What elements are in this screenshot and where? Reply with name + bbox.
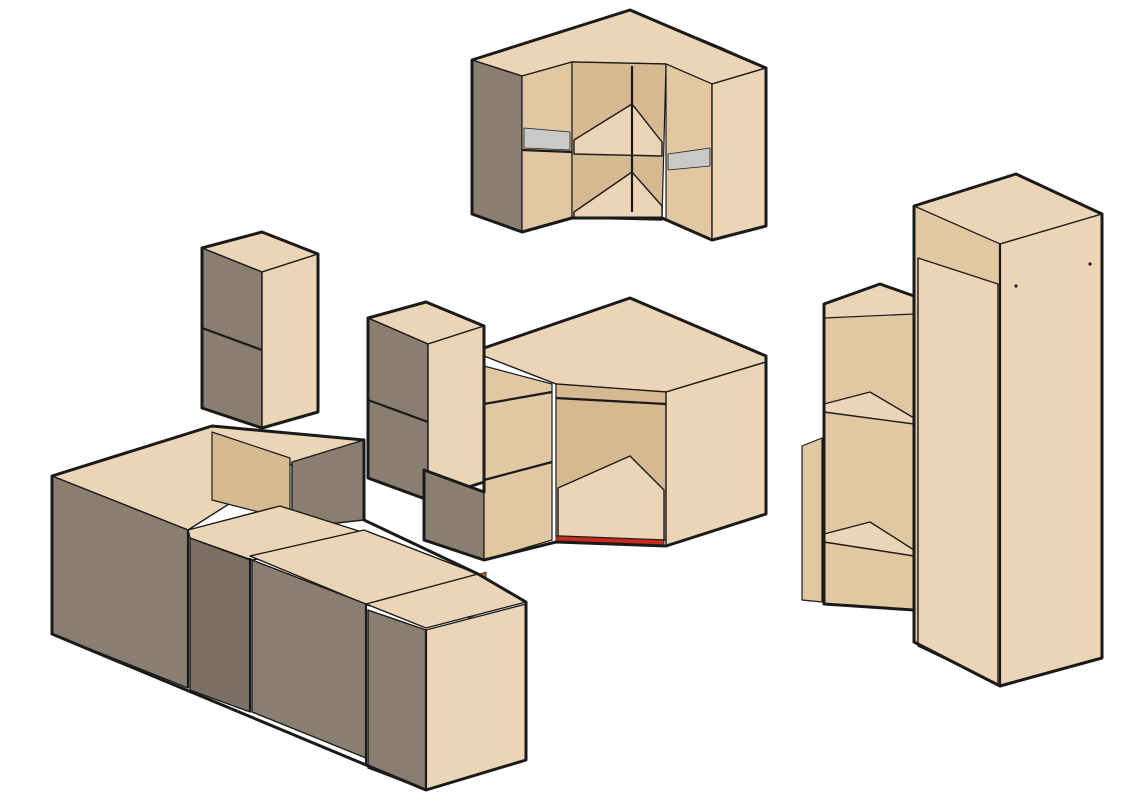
base-run-unit2-front [189,537,251,713]
tall-cabinet-front-panel [917,257,999,685]
mid-wall-cabinet [366,300,486,502]
tall-cabinet-hinge-1 [1088,262,1092,266]
open-shelf-unit-interior [823,313,915,611]
corner-base-cabinet-open-shelves [483,365,553,561]
corner-base-cabinet-shelf-1 [483,390,553,406]
low-shelf-unit-front [801,437,823,603]
corner-base-cabinet-floor [557,455,665,541]
corner-base-cabinet-rail [555,396,667,406]
tall-cabinet-hinge-2 [1014,284,1018,288]
mid-wall-cabinet-front [367,317,429,501]
corner-wall-cabinet-right-glass [667,147,711,171]
small-wall-cabinet-divider [201,326,263,352]
base-run-outline [50,424,528,792]
tall-cabinet-outline [912,172,1104,688]
base-run-end-front [367,609,427,791]
corner-wall-cabinet-left-shelf [521,148,573,154]
small-wall-cabinet [200,230,320,430]
corner-base-cabinet-outline [422,296,768,562]
corner-base-cabinet-shelf-2 [483,460,553,482]
corner-wall-cabinet-shelf [573,103,663,157]
corner-wall-cabinet [470,8,768,242]
tall-cabinet-group [801,172,1104,688]
small-wall-cabinet-outline [200,230,320,430]
base-cabinet-run [50,424,528,792]
corner-wall-cabinet-left-side [471,59,523,233]
open-shelf-unit-outline [822,282,916,612]
corner-wall-cabinet-right-side [711,67,767,241]
small-wall-cabinet-side [261,253,319,429]
corner-base-cabinet [422,296,768,562]
corner-wall-cabinet-outline [470,8,768,242]
corner-wall-cabinet-left-glass [523,127,571,151]
base-run-end-side [425,603,527,791]
mid-wall-cabinet-divider [367,398,429,424]
